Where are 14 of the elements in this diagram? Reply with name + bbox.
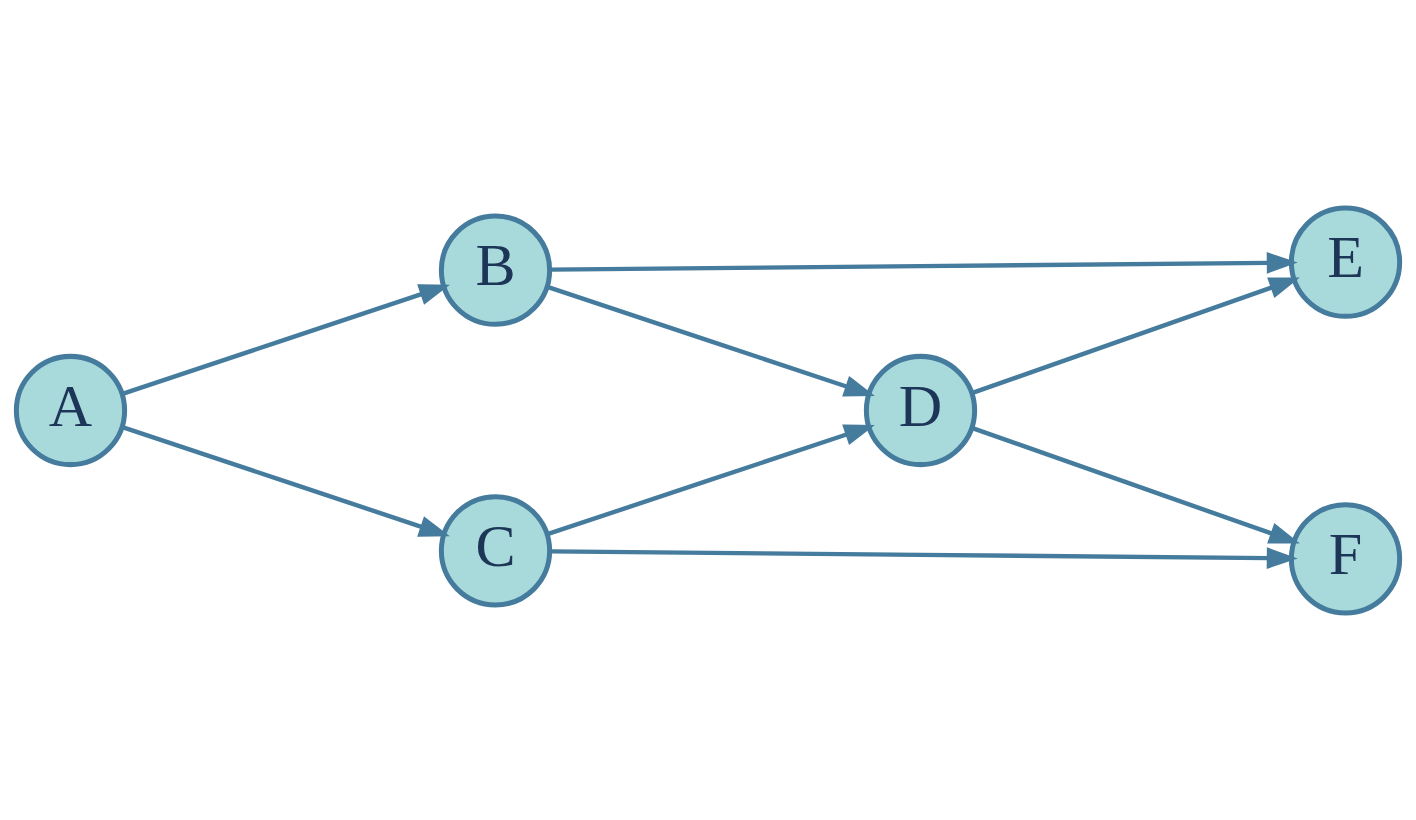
node-circle: E — [1288, 205, 1403, 319]
arrow — [549, 251, 1298, 274]
arrow — [549, 546, 1298, 569]
arrow — [121, 424, 450, 537]
node-circle: F — [1288, 501, 1403, 615]
arrow — [546, 424, 875, 536]
arrow — [971, 425, 1300, 543]
arrow — [971, 277, 1300, 395]
node-circle: C — [438, 493, 553, 607]
arrow — [121, 283, 450, 396]
node-circle: B — [438, 213, 553, 327]
arrow — [546, 284, 875, 396]
node-circle: A — [13, 353, 128, 467]
node-circle: D — [863, 353, 978, 467]
